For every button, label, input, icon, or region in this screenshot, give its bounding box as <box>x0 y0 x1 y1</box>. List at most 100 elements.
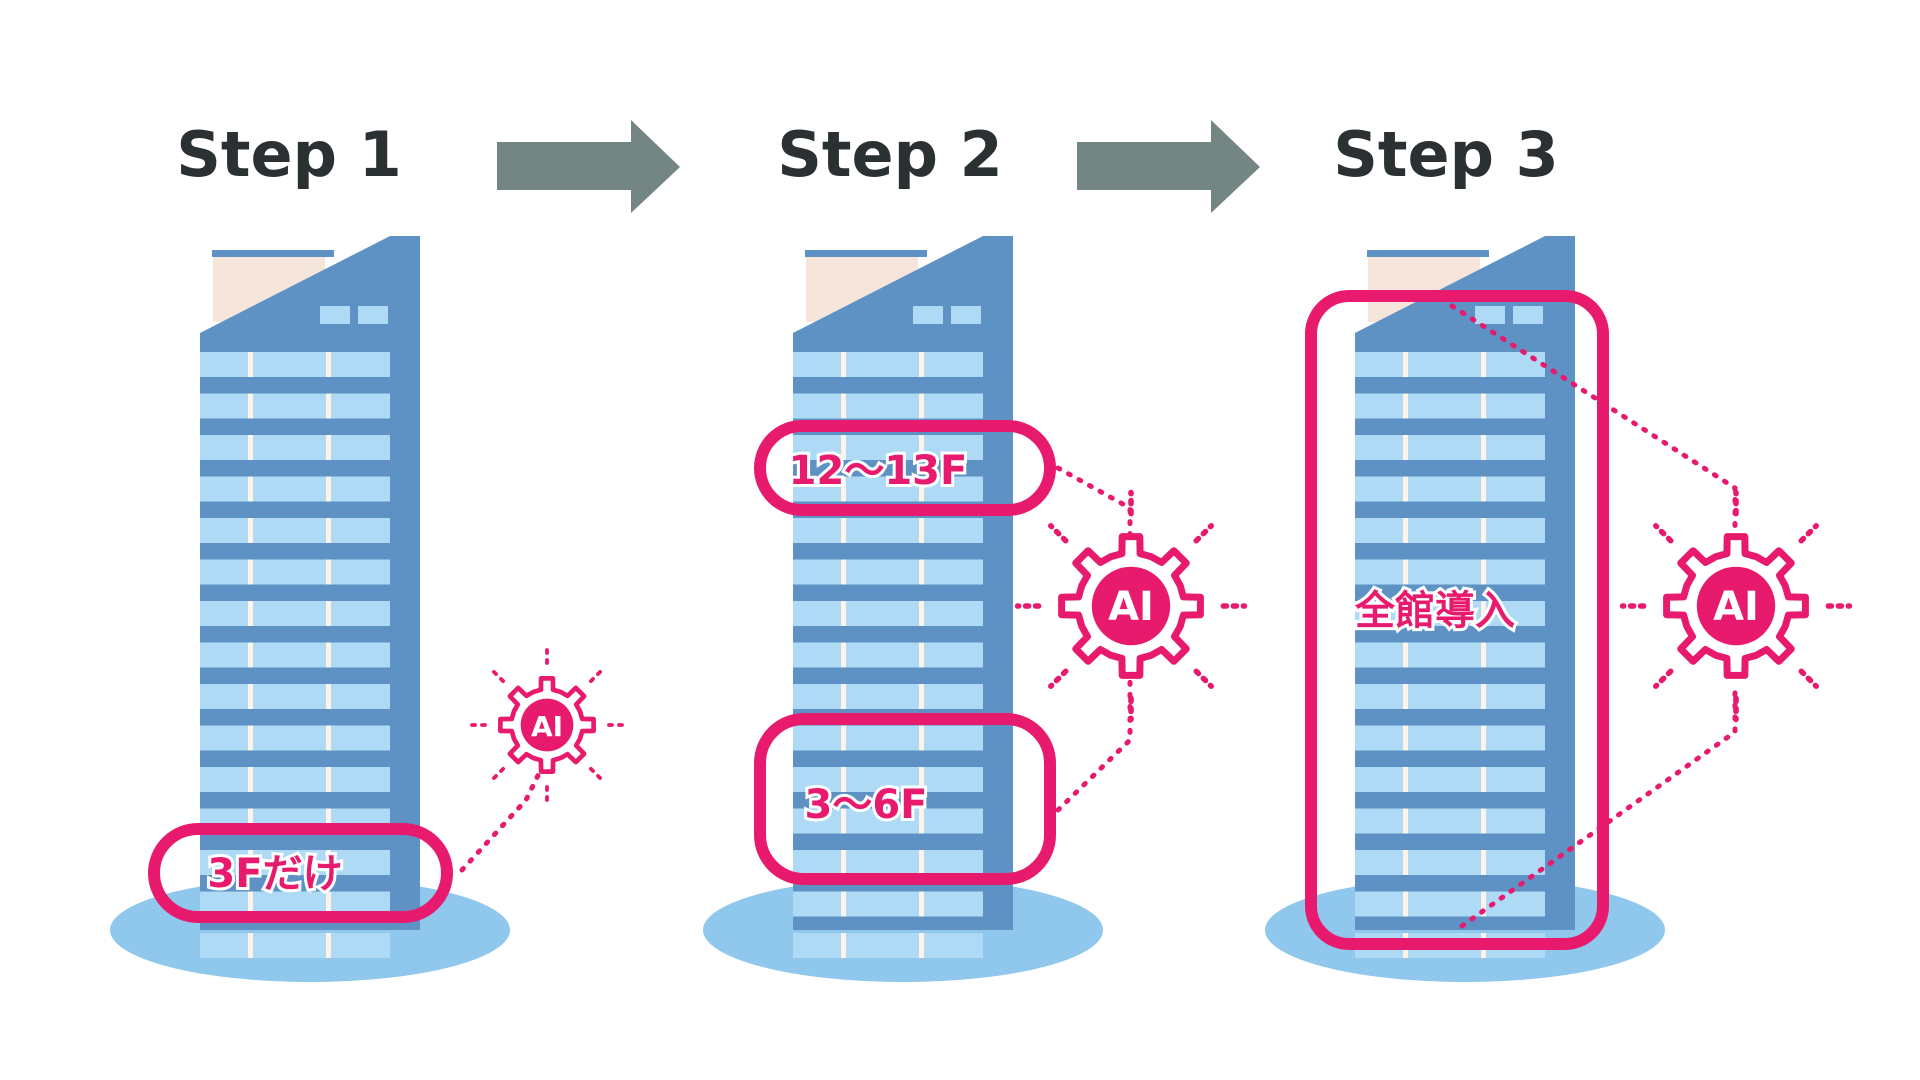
sparkle-ray <box>1193 522 1214 544</box>
window-band <box>1355 476 1545 502</box>
window-divider <box>326 435 331 460</box>
arrow-right-icon <box>1077 120 1260 213</box>
window-band <box>793 352 983 377</box>
window-divider <box>1481 518 1486 543</box>
window-band <box>200 393 390 419</box>
window-band <box>200 767 390 792</box>
window-divider <box>1403 808 1408 834</box>
window-divider <box>248 518 253 543</box>
roof-window <box>1513 306 1543 324</box>
window-band <box>200 684 390 709</box>
window-divider <box>1481 393 1486 419</box>
gear-core <box>1091 566 1171 646</box>
window-divider <box>1403 393 1408 419</box>
window-divider <box>841 476 846 502</box>
window-band <box>200 476 390 502</box>
window-band <box>793 767 983 792</box>
window-divider <box>841 352 846 377</box>
sparkle-ray <box>1193 668 1214 690</box>
window-divider <box>248 601 253 626</box>
window-divider <box>248 933 253 958</box>
window-divider <box>326 767 331 792</box>
window-band <box>200 850 390 875</box>
window-divider <box>841 684 846 709</box>
window-divider <box>1481 891 1486 917</box>
window-divider <box>1403 850 1408 875</box>
step-3-title: Step 3 <box>1333 118 1558 191</box>
window-divider <box>919 684 924 709</box>
window-divider <box>919 601 924 626</box>
connector-line <box>1055 662 1133 813</box>
window-band <box>200 435 390 460</box>
window-band <box>1355 601 1545 626</box>
roof-window <box>358 306 388 324</box>
sparkle-ray <box>589 669 603 683</box>
ai-badge-label: AI <box>1713 584 1759 630</box>
window-divider <box>1403 684 1408 709</box>
window-band <box>200 725 390 751</box>
window-divider <box>1481 559 1486 585</box>
window-band <box>793 725 983 751</box>
window-band <box>793 891 983 917</box>
building-step-1 <box>110 236 510 982</box>
window-divider <box>326 393 331 419</box>
window-band <box>1355 518 1545 543</box>
window-band <box>793 850 983 875</box>
window-divider <box>1481 476 1486 502</box>
rooftop-rail <box>805 250 927 257</box>
window-divider <box>326 808 331 834</box>
window-divider <box>326 601 331 626</box>
ai-badge-label: AI <box>1108 584 1154 630</box>
window-divider <box>841 393 846 419</box>
window-band <box>793 393 983 419</box>
connector-line <box>459 752 551 873</box>
window-band <box>1355 850 1545 875</box>
window-divider <box>326 559 331 585</box>
window-divider <box>919 559 924 585</box>
window-divider <box>1481 435 1486 460</box>
window-divider <box>1481 352 1486 377</box>
ai-badge-label: AI <box>531 710 563 743</box>
sparkle-ray <box>1048 668 1069 690</box>
window-divider <box>248 352 253 377</box>
window-divider <box>1403 435 1408 460</box>
window-divider <box>248 476 253 502</box>
floor-highlight-12-13f <box>754 420 1056 516</box>
window-divider <box>326 352 331 377</box>
window-divider <box>841 642 846 668</box>
window-divider <box>1481 767 1486 792</box>
window-divider <box>919 642 924 668</box>
window-divider <box>841 435 846 460</box>
window-divider <box>1403 642 1408 668</box>
sparkle-ray <box>491 669 506 683</box>
window-divider <box>919 725 924 751</box>
window-band <box>1355 393 1545 419</box>
window-divider <box>1403 767 1408 792</box>
window-divider <box>841 850 846 875</box>
window-divider <box>919 808 924 834</box>
window-band <box>200 518 390 543</box>
window-divider <box>326 476 331 502</box>
sparkle-ray <box>1653 668 1674 690</box>
building-step-3 <box>1265 236 1665 982</box>
window-divider <box>841 933 846 958</box>
window-band <box>200 352 390 377</box>
window-divider <box>919 352 924 377</box>
window-divider <box>919 933 924 958</box>
window-band <box>793 642 983 668</box>
window-band <box>1355 891 1545 917</box>
sparkle-ray <box>1798 668 1819 690</box>
window-divider <box>919 393 924 419</box>
window-divider <box>248 891 253 917</box>
floor-label-3-6f: 3～6F <box>805 782 928 828</box>
gear-core <box>520 698 574 752</box>
arrow-right-icon <box>497 120 680 213</box>
window-divider <box>919 891 924 917</box>
window-band <box>200 642 390 668</box>
window-divider <box>248 435 253 460</box>
window-divider <box>326 518 331 543</box>
window-divider <box>1403 518 1408 543</box>
window-band <box>1355 642 1545 668</box>
sparkle-ray <box>1798 522 1819 544</box>
